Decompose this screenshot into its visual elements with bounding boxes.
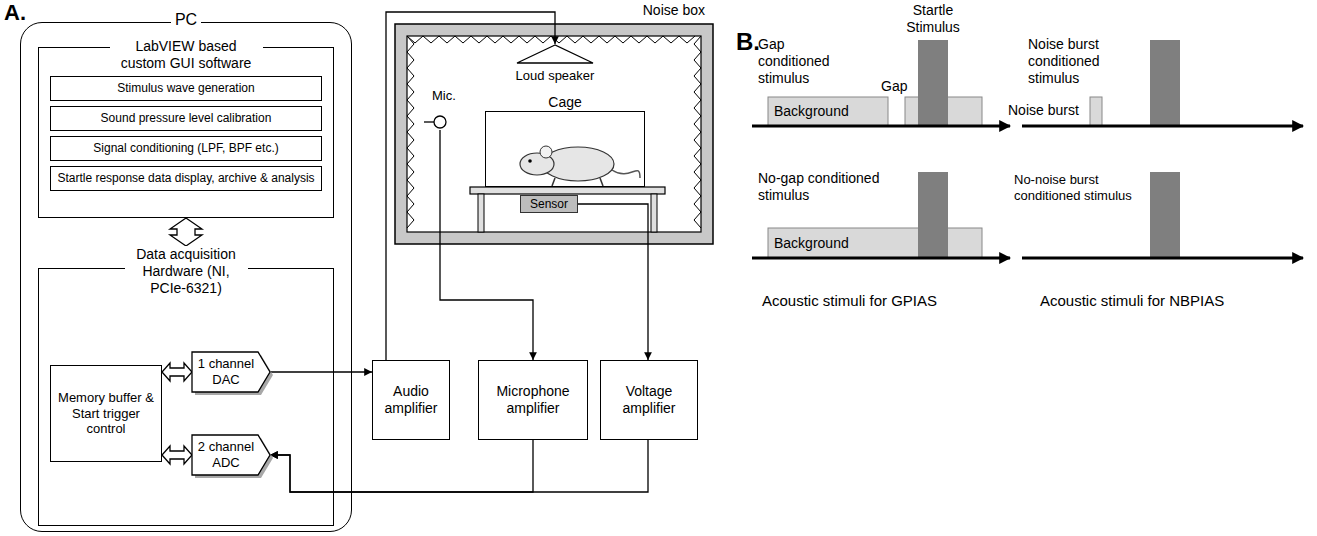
noise-box: Noise boxLoud speakerMic. CageSensor [395,2,713,244]
signal-wire [440,130,533,360]
mouse-leg [552,178,555,186]
box-text: Background [774,103,849,120]
box-outline [485,111,645,187]
gap-label: Gap [881,78,907,95]
pentagon-shape [192,435,270,475]
block-arrow [162,446,192,464]
absorber-foam [694,36,701,228]
panel-caption: Acoustic stimuli for NBPIAS [1040,292,1224,310]
function-box: Signal conditioning (LPF, BPF etc.) [50,136,322,161]
software-box: LabVIEW based custom GUI softwareStimulu… [38,38,334,218]
box-text: Microphone amplifier [484,383,582,417]
time-axis [1022,125,1303,128]
signal-wire [270,440,648,492]
amplifier-box: Voltage amplifier [600,360,698,440]
time-axis [752,125,1010,128]
box-text: Voltage amplifier [606,383,692,417]
noise-box-wall [395,24,713,244]
mouse-tail [612,170,640,178]
box-heading: Data acquisition Hardware (NI, PCIe-6321… [125,246,248,296]
startle-bar [918,40,948,126]
speaker-cone [517,45,593,63]
startle-bar [1150,40,1180,126]
mouse [520,146,640,186]
box-heading: LabVIEW based custom GUI software [110,38,263,72]
loudspeaker: Loud speaker [510,44,600,84]
mouse-leg [600,178,603,186]
box-text: Loud speaker [516,68,595,84]
platform-leg [651,194,657,232]
signal-wire [386,12,555,360]
condition-label: Noise burst conditioned stimulus [1028,36,1128,86]
time-axis [752,257,1010,260]
time-axis [1022,257,1303,260]
cage: Cage [485,94,645,187]
noise-burst-label: Noise burst [1008,102,1079,119]
box-text: Sound pressure level calibration [101,111,272,125]
background-noise-bar [768,228,982,258]
mic-stem [424,121,434,122]
box-text: 2 channel ADC [196,439,256,470]
signal-wire [578,204,648,360]
buffer-box: Memory buffer & Start trigger control [50,365,162,462]
box-text: Mic. [432,88,474,104]
pentagon-shape [192,352,270,392]
converter-block: 2 channel ADC [192,435,270,475]
box-text: Stimulus wave generation [117,81,254,95]
panel-letter: B. [736,28,760,57]
signal-wire [270,440,533,492]
box-heading: Cage [548,94,581,111]
noise-burst-bar [1090,97,1102,126]
panel-letter: A. [4,0,26,26]
box-text: Background [774,235,849,252]
box-text: Sensor [530,197,568,211]
box-text: Audio amplifier [378,383,444,417]
amplifier-box: Audio amplifier [372,360,450,440]
mic-head [434,116,446,128]
function-box: Stimulus wave generation [50,76,322,101]
box-text: Memory buffer & Start trigger control [56,390,156,437]
panel-caption: Acoustic stimuli for GPIAS [762,292,937,310]
condition-label: Gap conditioned stimulus [758,36,848,86]
background-noise-bar [768,97,888,126]
absorber-foam [407,36,414,228]
condition-label: No-gap conditioned stimulus [758,170,898,204]
mouse-ear [540,146,552,158]
speaker-symbol [510,44,600,64]
box-text: Signal conditioning (LPF, BPF etc.) [93,141,278,155]
function-box: Startle response data display, archive &… [50,166,322,191]
amplifier-box: Microphone amplifier [478,360,588,440]
mouse-eye [528,159,532,163]
platform [470,187,665,194]
stimulus-label: Startle Stimulus [893,2,973,36]
pc-panel: PC LabVIEW based custom GUI softwareStimu… [20,10,352,532]
noise-box-inner [407,36,701,232]
box-heading: Noise box [643,2,705,19]
function-box: Sound pressure level calibration [50,106,322,131]
background-noise: Background [768,97,888,126]
box-outline [38,47,334,218]
startle-bar [1150,172,1180,258]
startle-bar [918,172,948,258]
background-noise: Background [768,228,908,258]
block-arrow [170,218,202,246]
box-text: Startle response data display, archive &… [57,171,314,185]
hardware-box: Data acquisition Hardware (NI, PCIe-6321… [38,246,334,526]
absorber-foam [407,36,695,43]
signal-wire [270,371,372,372]
condition-label: No-noise burst conditioned stimulus [1014,172,1148,203]
box-heading: PC [171,10,201,29]
platform-leg [478,194,484,232]
converter-block: 1 channel DAC [192,352,270,392]
box-text: 1 channel DAC [196,356,256,387]
block-arrow [162,363,192,381]
sensor-pad: Sensor [520,195,578,213]
microphone: Mic. [424,88,474,130]
